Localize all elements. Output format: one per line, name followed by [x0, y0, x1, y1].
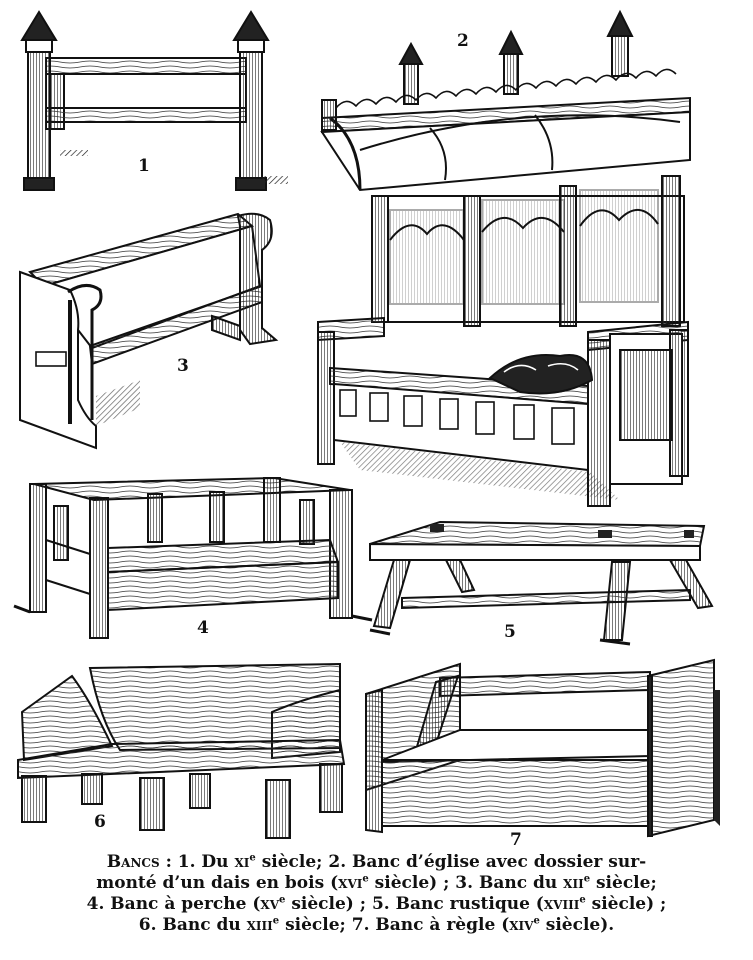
caption-superscript: e: [279, 894, 286, 906]
caption-text-run: : 1. Du: [159, 852, 235, 872]
caption-line: monté d’un dais en bois (xvie siècle) ; …: [6, 873, 747, 894]
caption-text-run: siècle; 2. Banc d’église avec dossier su…: [255, 852, 647, 872]
caption-superscript: e: [579, 894, 586, 906]
caption-text-run: siècle;: [590, 873, 657, 893]
bench-figure-7: [365, 658, 720, 838]
caption-superscript: e: [272, 915, 280, 927]
caption-text-run: xiv: [509, 915, 534, 935]
bench-figure-1: [20, 10, 288, 191]
caption-text-run: 4. Banc à perche (: [86, 894, 261, 914]
caption-superscript: e: [362, 873, 369, 885]
figure-number-7: 7: [510, 830, 522, 850]
figure-number-2: 2: [457, 31, 469, 51]
figure-number-6: 6: [94, 812, 106, 832]
caption-text-run: xi: [234, 852, 250, 872]
caption-superscript: e: [583, 873, 591, 885]
bench-figure-5: [369, 520, 714, 646]
figure-number-4: 4: [197, 618, 209, 638]
caption-line: Bancs : 1. Du xie siècle; 2. Banc d’égli…: [6, 852, 747, 873]
bench-figure-2: [317, 9, 691, 507]
caption-text-run: siècle) ; 5. Banc rustique (: [285, 894, 544, 914]
caption-text-run: siècle) ;: [585, 894, 667, 914]
caption-text-run: siècle; 7. Banc à règle (: [279, 915, 510, 935]
bench-figure-3: [19, 212, 279, 450]
figure-number-3: 3: [177, 356, 189, 376]
figure-number-1: 1: [138, 156, 150, 176]
caption-text-run: xiii: [246, 915, 273, 935]
caption-text-run: xv: [260, 894, 280, 914]
caption-superscript: e: [533, 915, 540, 927]
caption-superscript: e: [249, 852, 256, 864]
figure-caption: Bancs : 1. Du xie siècle; 2. Banc d’égli…: [6, 852, 747, 936]
caption-text-run: xvi: [338, 873, 363, 893]
caption-text-run: xii: [563, 873, 584, 893]
caption-text-run: xviii: [543, 894, 580, 914]
caption-text-run: Bancs: [106, 852, 160, 872]
caption-text-run: monté d’un dais en bois (: [96, 873, 339, 893]
caption-text-run: siècle).: [539, 915, 615, 935]
caption-line: 4. Banc à perche (xve siècle) ; 5. Banc …: [6, 894, 747, 915]
caption-text-run: 6. Banc du: [138, 915, 247, 935]
bench-figure-4: [13, 476, 373, 639]
caption-line: 6. Banc du xiiie siècle; 7. Banc à règle…: [6, 915, 747, 936]
caption-text-run: siècle) ; 3. Banc du: [368, 873, 564, 893]
bench-engraving-plate: [13, 9, 720, 839]
figure-number-5: 5: [504, 622, 516, 642]
bench-figure-6: [17, 662, 346, 839]
